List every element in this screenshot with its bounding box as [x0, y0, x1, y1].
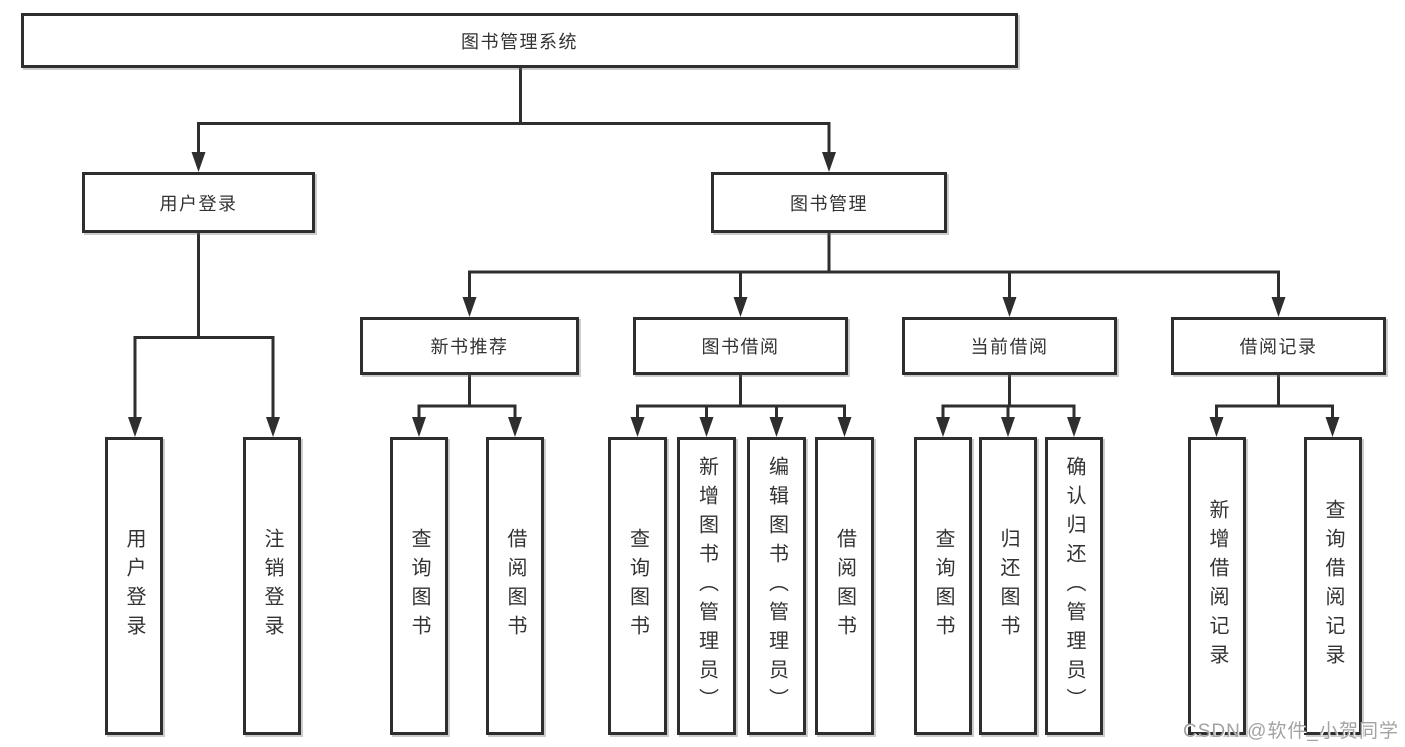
leaf-add-books-admin: 新增图书（管理员）	[677, 437, 736, 735]
leaf-add-borrow-record-label: 新增借阅记录	[1206, 499, 1228, 673]
leaf-edit-books-admin-label: 编辑图书（管理员）	[765, 455, 788, 717]
leaf-query-books-2-label: 查询图书	[626, 528, 649, 644]
leaf-logout-label: 注销登录	[261, 528, 283, 644]
leaf-query-borrow-record: 查询借阅记录	[1304, 437, 1362, 735]
leaf-query-books-3-label: 查询图书	[932, 528, 954, 644]
csdn-watermark: CSDN @软件_小贺同学	[1183, 721, 1399, 742]
leaf-return-books-label: 归还图书	[997, 528, 1019, 644]
leaf-borrow-books-2: 借阅图书	[815, 437, 874, 735]
node-current-borrow: 当前借阅	[902, 317, 1117, 375]
node-new-book-recommend: 新书推荐	[360, 317, 579, 375]
node-borrow-records: 借阅记录	[1171, 317, 1386, 375]
node-user-login: 用户登录	[82, 172, 315, 233]
leaf-user-login: 用户登录	[105, 437, 163, 735]
leaf-query-books-2: 查询图书	[608, 437, 667, 735]
leaf-return-books: 归还图书	[979, 437, 1037, 735]
node-book-management: 图书管理	[711, 172, 947, 233]
leaf-edit-books-admin: 编辑图书（管理员）	[747, 437, 806, 735]
leaf-query-books-3: 查询图书	[914, 437, 972, 735]
leaf-user-login-label: 用户登录	[123, 528, 145, 644]
leaf-query-borrow-record-label: 查询借阅记录	[1322, 499, 1344, 673]
node-book-borrow: 图书借阅	[633, 317, 848, 375]
leaf-confirm-return-admin: 确认归还（管理员）	[1045, 437, 1103, 735]
node-root: 图书管理系统	[21, 13, 1018, 68]
leaf-query-books-1-label: 查询图书	[408, 528, 430, 644]
leaf-borrow-books-2-label: 借阅图书	[833, 528, 856, 644]
leaf-add-books-admin-label: 新增图书（管理员）	[695, 455, 718, 717]
leaf-add-borrow-record: 新增借阅记录	[1188, 437, 1246, 735]
leaf-confirm-return-admin-label: 确认归还（管理员）	[1063, 455, 1085, 717]
leaf-borrow-books-1: 借阅图书	[486, 437, 544, 735]
leaf-query-books-1: 查询图书	[390, 437, 448, 735]
leaf-logout: 注销登录	[243, 437, 301, 735]
leaf-borrow-books-1-label: 借阅图书	[504, 528, 526, 644]
